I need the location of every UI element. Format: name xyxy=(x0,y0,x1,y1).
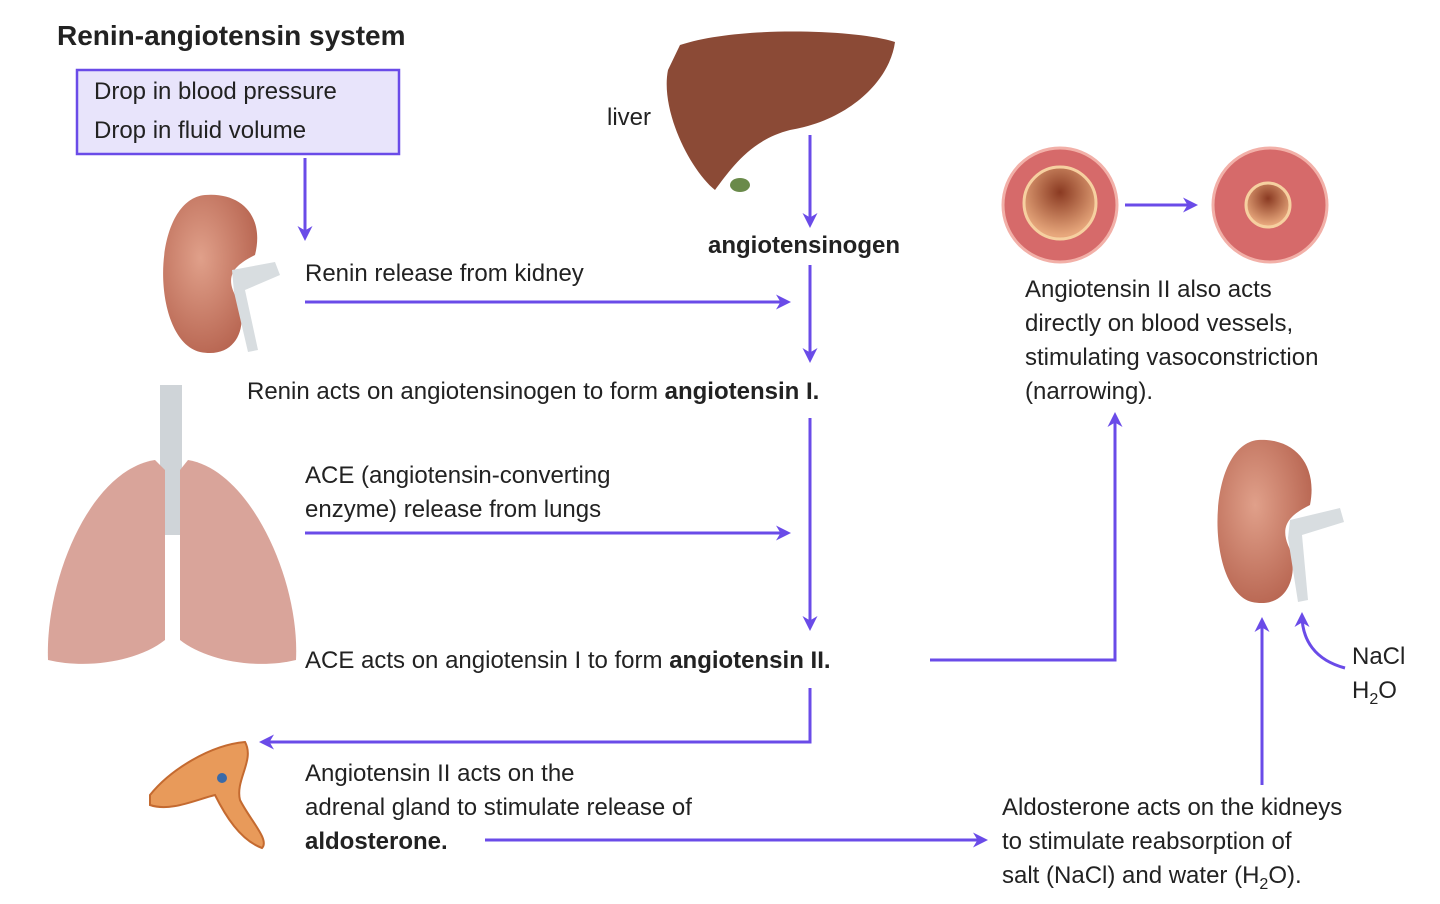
blood-vessel-constricted xyxy=(1211,146,1329,264)
kidney-left-image xyxy=(163,194,280,354)
kidney-text-line-2: to stimulate reabsorption of xyxy=(1002,828,1292,855)
nacl-label: NaCl xyxy=(1352,643,1405,670)
arrow-to-adrenal xyxy=(259,688,812,750)
lungs-image xyxy=(47,385,297,664)
arrow-nacl-h2o xyxy=(1294,612,1346,670)
vessels-line-3: stimulating vasoconstriction xyxy=(1025,344,1318,371)
h2o-label: H2O xyxy=(1352,677,1397,708)
adrenal-line-2: adrenal gland to stimulate release of xyxy=(305,794,692,821)
vessels-line-2: directly on blood vessels, xyxy=(1025,310,1293,337)
adrenal-gland-image xyxy=(149,740,265,850)
adrenal-line-1: Angiotensin II acts on the xyxy=(305,760,575,787)
ace-release-line-1: ACE (angiotensin-converting xyxy=(305,462,611,489)
renin-acts-label: Renin acts on angiotensinogen to form an… xyxy=(247,378,819,405)
angiotensinogen-label: angiotensinogen xyxy=(708,232,900,259)
ace-acts-label: ACE acts on angiotensin I to form angiot… xyxy=(305,647,831,674)
trigger-line-2: Drop in fluid volume xyxy=(94,117,306,144)
aldosterone-label: aldosterone. xyxy=(305,828,448,855)
vessels-line-1: Angiotensin II also acts xyxy=(1025,276,1272,303)
flow-arrows xyxy=(259,135,1346,848)
trigger-box: Drop in blood pressure Drop in fluid vol… xyxy=(75,68,401,156)
kidney-right-image xyxy=(1217,439,1344,604)
blood-vessel-normal xyxy=(1001,146,1119,264)
liver-label: liver xyxy=(607,104,651,131)
vessels-line-4: (narrowing). xyxy=(1025,378,1153,405)
arrow-to-vessels xyxy=(930,412,1123,662)
liver-image xyxy=(666,31,895,192)
trigger-line-1: Drop in blood pressure xyxy=(94,78,337,105)
kidney-text-line-3: salt (NaCl) and water (H2O). xyxy=(1002,862,1302,893)
diagram-title: Renin-angiotensin system xyxy=(57,20,406,51)
ace-release-line-2: enzyme) release from lungs xyxy=(305,496,601,523)
kidney-text-line-1: Aldosterone acts on the kidneys xyxy=(1002,794,1342,821)
renin-release-label: Renin release from kidney xyxy=(305,260,584,287)
